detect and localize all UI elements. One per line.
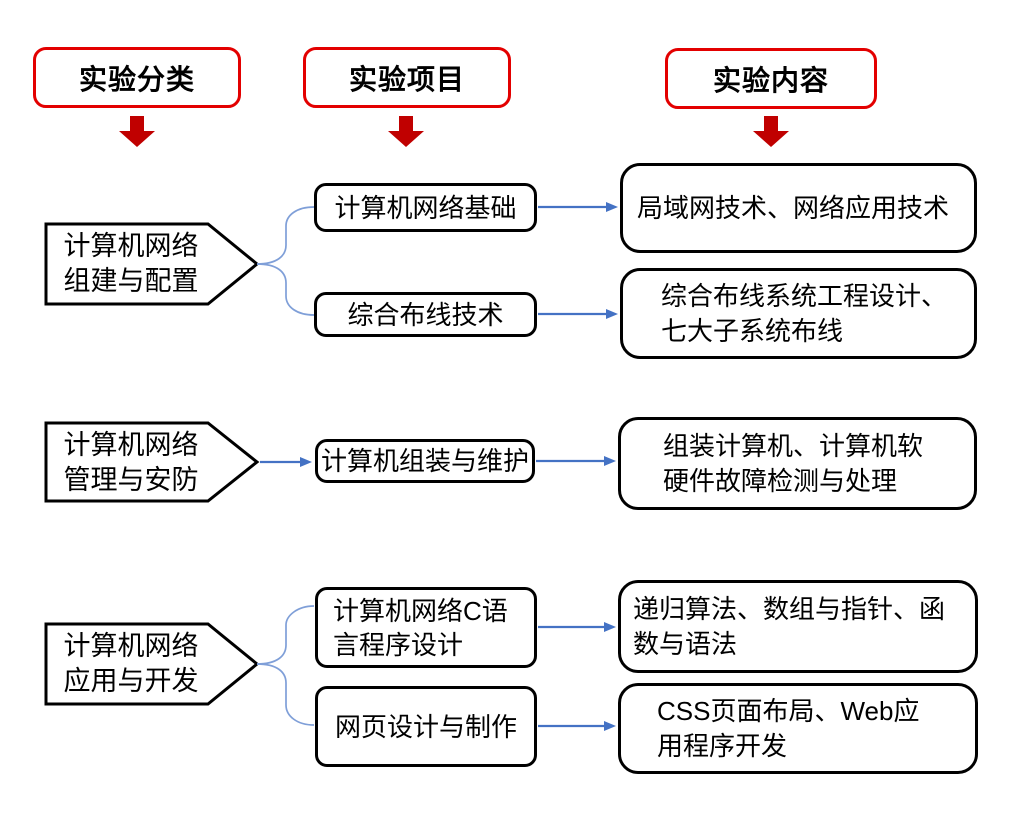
project-box: 网页设计与制作	[315, 686, 537, 767]
content-box: CSS页面布局、Web应 用程序开发	[618, 683, 978, 774]
category-pentagon-row1	[44, 222, 260, 306]
category-pentagon-row3	[44, 622, 260, 706]
content-box: 递归算法、数组与指针、函 数与语法	[618, 580, 978, 673]
down-arrow-icon	[119, 116, 155, 147]
category-pentagon-row2	[44, 421, 260, 503]
category-label-row1: 计算机网络 组建与配置	[63, 231, 199, 296]
project-box: 综合布线技术	[314, 292, 537, 337]
brace-connector	[256, 605, 315, 665]
header-experiment-category: 实验分类	[33, 47, 241, 108]
content-box: 综合布线系统工程设计、 七大子系统布线	[620, 268, 977, 359]
down-arrow-icon	[753, 116, 789, 147]
content-box: 局域网技术、网络应用技术	[620, 163, 977, 253]
content-box: 组装计算机、计算机软 硬件故障检测与处理	[618, 417, 977, 510]
brace-connector	[256, 263, 315, 316]
header-experiment-project: 实验项目	[303, 47, 511, 108]
brace-connector	[256, 663, 315, 726]
header-experiment-content: 实验内容	[665, 48, 877, 109]
down-arrow-icon	[388, 116, 424, 147]
category-label-row2: 计算机网络 管理与安防	[63, 430, 199, 495]
project-box: 计算机组装与维护	[315, 439, 535, 483]
category-label-row3: 计算机网络 应用与开发	[63, 631, 199, 696]
brace-connector	[256, 206, 315, 265]
project-box: 计算机网络C语 言程序设计	[315, 587, 537, 668]
project-box: 计算机网络基础	[314, 183, 537, 232]
